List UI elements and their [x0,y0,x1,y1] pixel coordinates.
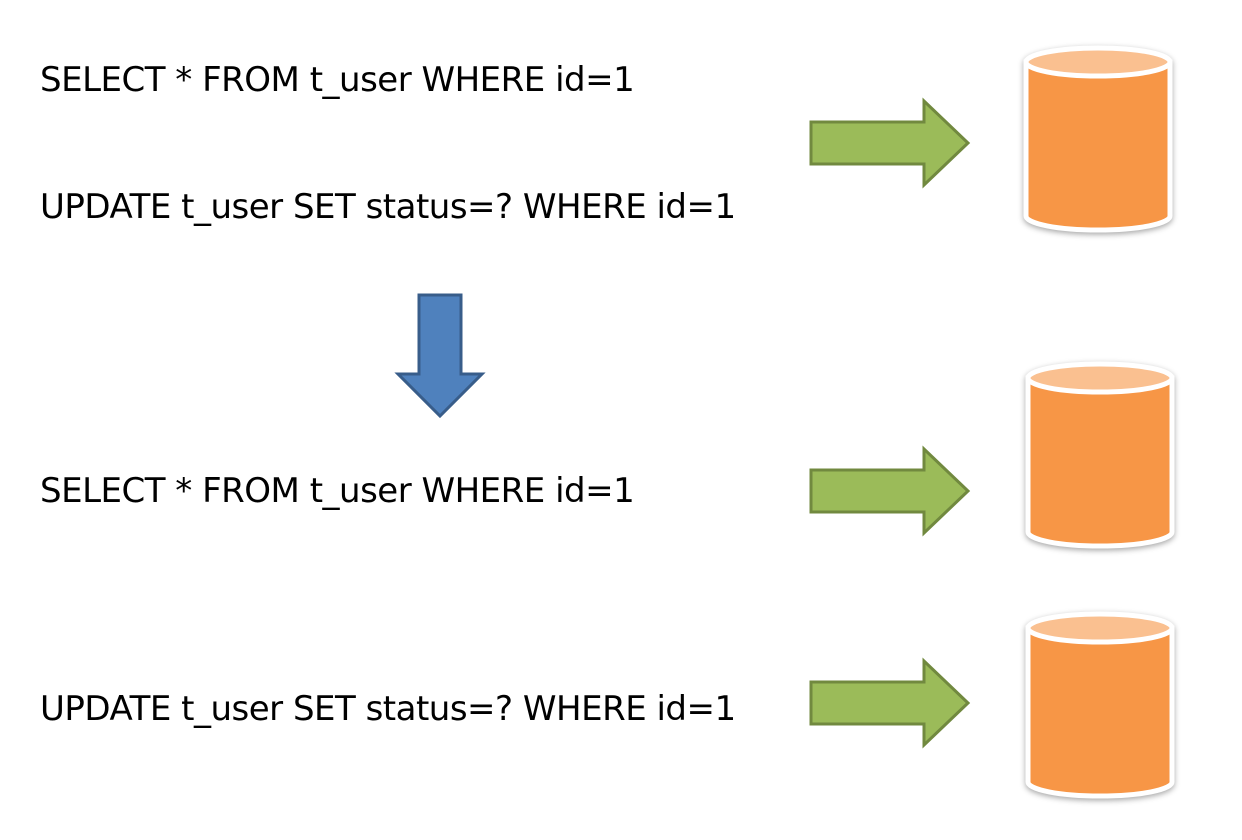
update-statement-top: UPDATE t_user SET status=? WHERE id=1 [40,187,736,227]
arrow-right-icon [809,97,971,189]
database-cylinder-icon [1025,361,1175,549]
arrow-right-icon [809,657,971,749]
database-cylinder-icon [1025,611,1175,799]
select-statement-top: SELECT * FROM t_user WHERE id=1 [40,60,635,100]
arrow-right-icon [809,445,971,537]
select-statement-bottom: SELECT * FROM t_user WHERE id=1 [40,471,635,511]
arrow-down-icon [394,293,486,419]
database-cylinder-icon [1023,45,1173,233]
update-statement-bottom: UPDATE t_user SET status=? WHERE id=1 [40,689,736,729]
